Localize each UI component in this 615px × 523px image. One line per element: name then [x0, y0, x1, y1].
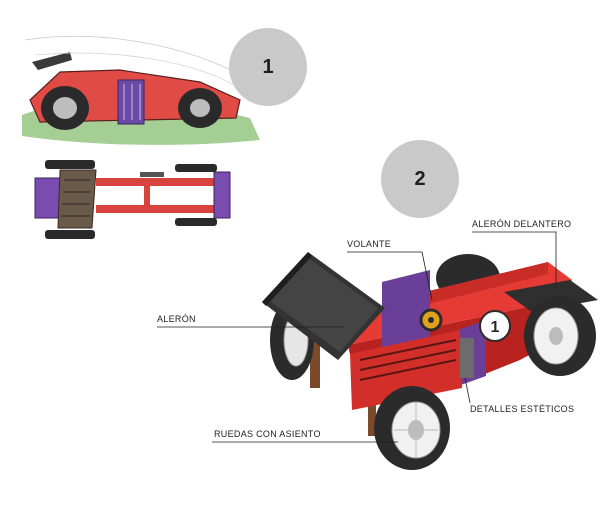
sketch-top-view: [34, 160, 231, 239]
car-render: 1: [262, 252, 598, 470]
rear-wheel-near: [374, 386, 450, 470]
dashboard-panel: [382, 270, 430, 356]
step-number-1: 1: [262, 55, 274, 78]
callout-lines: [157, 231, 557, 443]
aesthetic-grille: [460, 338, 474, 378]
label-aleron-delantero: ALERÓN DELANTERO: [472, 219, 572, 229]
svg-text:1: 1: [491, 319, 500, 336]
step-badge-1: 1: [229, 28, 307, 106]
label-ruedas-con-asiento: RUEDAS CON ASIENTO: [214, 429, 321, 439]
rear-spoiler: [262, 252, 385, 360]
sketch-side-view: [22, 36, 260, 145]
wooden-post: [310, 300, 320, 388]
steering-wheel: [419, 308, 443, 332]
step-number-2: 2: [414, 167, 426, 190]
label-aleron: ALERÓN: [157, 314, 196, 324]
front-wheel-near: [524, 296, 596, 376]
label-detalles-esteticos: DETALLES ESTÉTICOS: [470, 404, 575, 414]
step-badge-2: 2: [381, 140, 459, 218]
car-number-badge: 1: [479, 310, 511, 342]
label-volante: VOLANTE: [347, 239, 392, 249]
